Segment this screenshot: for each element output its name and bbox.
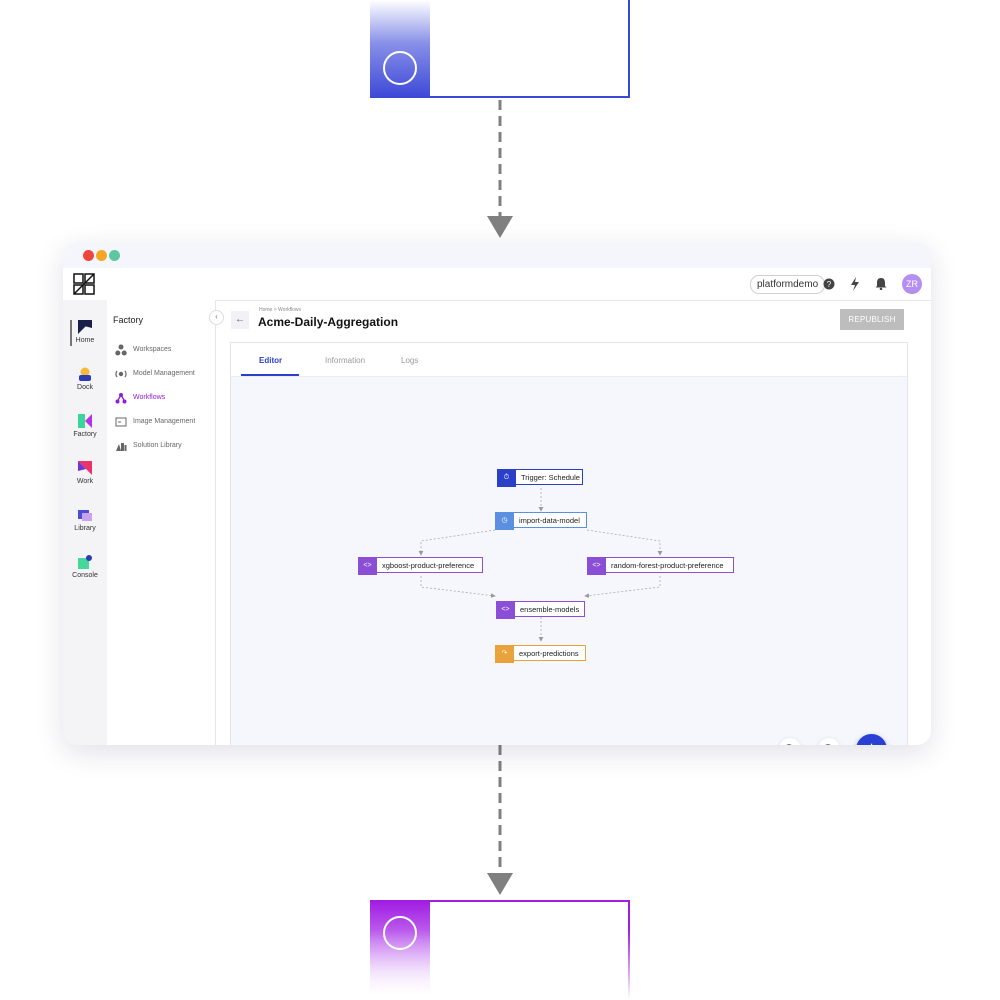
tenant-selector[interactable]: platformdemo	[750, 275, 826, 294]
rail-item-library[interactable]: Library	[63, 508, 107, 532]
previous-step-card	[370, 0, 630, 98]
breadcrumb[interactable]: Home > Workflows	[259, 307, 302, 313]
maximize-window-button[interactable]	[109, 250, 120, 261]
rail-item-label: Dock	[77, 384, 93, 391]
next-step-card	[370, 900, 630, 1000]
node-trigger-schedule[interactable]: ⏱ Trigger: Schedule	[497, 469, 583, 487]
node-ensemble-models[interactable]: <> ensemble-models	[496, 601, 585, 619]
window-titlebar	[63, 242, 931, 268]
factory-icon	[78, 414, 92, 428]
app-rail: Home Dock Factory Work Library Console	[63, 300, 107, 745]
rail-item-label: Factory	[73, 431, 97, 438]
edge-import-random-forest	[586, 529, 663, 556]
code-icon: <>	[358, 557, 377, 575]
model-management-icon	[115, 370, 127, 378]
tab-logs[interactable]: Logs	[401, 356, 419, 365]
circle-icon	[383, 916, 417, 950]
republish-button[interactable]: REPUBLISH	[840, 309, 904, 330]
connector-arrow-bottom	[487, 745, 513, 895]
rail-item-dock[interactable]: Dock	[63, 367, 107, 391]
library-icon	[78, 510, 92, 521]
zoom-out-icon	[825, 744, 831, 745]
circle-icon	[383, 51, 417, 85]
connector-arrow-top	[487, 100, 513, 238]
node-label: Trigger: Schedule	[521, 473, 580, 482]
node-random-forest-product-preference[interactable]: <> random-forest-product-preference	[587, 557, 734, 575]
rail-item-work[interactable]: Work	[63, 461, 107, 485]
svg-text:?: ?	[827, 280, 832, 289]
node-import-data-model[interactable]: ◷ import-data-model	[495, 512, 587, 530]
solution-library-icon	[116, 443, 127, 451]
node-label: random-forest-product-preference	[611, 561, 724, 570]
node-label: ensemble-models	[520, 605, 580, 614]
zoom-out-button[interactable]	[818, 738, 840, 745]
sidebar-title: Factory	[113, 315, 144, 325]
rail-active-indicator	[70, 320, 72, 346]
help-icon[interactable]: ?	[823, 278, 835, 290]
console-icon	[78, 555, 92, 569]
sidebar-item-label: Image Management	[133, 418, 196, 425]
code-icon: <>	[587, 557, 606, 575]
top-bar: platformdemo ? ZR	[63, 268, 931, 301]
home-icon	[78, 320, 92, 334]
export-icon: ↷	[495, 645, 514, 663]
workflow-panel: Editor Information Logs	[230, 342, 908, 745]
sidebar-item-label: Solution Library	[133, 442, 182, 449]
dock-icon	[79, 367, 91, 381]
rail-item-home[interactable]: Home	[63, 320, 107, 344]
sidebar: Factory Workspaces Model Management Work…	[107, 300, 216, 745]
user-avatar[interactable]: ZR	[902, 274, 922, 294]
tab-information[interactable]: Information	[325, 356, 366, 365]
rail-item-label: Console	[72, 572, 98, 579]
edge-xgboost-ensemble	[420, 576, 496, 598]
node-export-predictions[interactable]: ↷ export-predictions	[495, 645, 586, 663]
workspaces-icon	[115, 344, 127, 356]
app-window: platformdemo ? ZR Home Dock Factory W	[63, 242, 931, 745]
edge-import-xgboost	[418, 529, 496, 556]
tabs-divider	[231, 376, 907, 377]
brand-logo-icon[interactable]	[73, 273, 95, 295]
rail-item-console[interactable]: Console	[63, 555, 107, 579]
sidebar-item-label: Workspaces	[133, 346, 172, 353]
tab-editor[interactable]: Editor	[259, 356, 283, 365]
code-icon: <>	[496, 601, 515, 619]
collapse-sidebar-button[interactable]: ‹	[209, 310, 224, 325]
lightning-icon[interactable]	[850, 277, 860, 291]
workflow-edges	[418, 488, 663, 642]
close-window-button[interactable]	[83, 250, 94, 261]
edge-random-forest-ensemble	[584, 576, 661, 598]
bell-icon[interactable]	[875, 277, 887, 290]
workflows-icon	[115, 393, 127, 404]
previous-step-tile	[370, 0, 430, 96]
active-tab-indicator	[241, 374, 299, 376]
add-node-button[interactable]: +	[856, 734, 887, 745]
next-step-tile	[370, 902, 430, 1000]
zoom-in-icon	[786, 744, 792, 745]
work-icon	[78, 461, 92, 475]
node-label: xgboost-product-preference	[382, 561, 475, 570]
clock-icon: ◷	[495, 512, 514, 530]
node-label: export-predictions	[519, 649, 579, 658]
rail-item-factory[interactable]: Factory	[63, 414, 107, 438]
workflow-canvas[interactable]: ⏱ Trigger: Schedule ◷ import-data-model …	[231, 377, 907, 745]
rail-item-label: Work	[76, 478, 94, 485]
rail-item-label: Library	[74, 525, 96, 532]
stopwatch-icon: ⏱	[497, 469, 516, 487]
back-arrow-icon[interactable]: ←	[231, 311, 249, 329]
node-label: import-data-model	[519, 516, 580, 525]
rail-item-label: Home	[75, 337, 95, 344]
zoom-in-button[interactable]	[779, 738, 801, 745]
page-title: Acme-Daily-Aggregation	[258, 315, 399, 329]
minimize-window-button[interactable]	[96, 250, 107, 261]
sidebar-item-label: Workflows	[133, 394, 166, 401]
image-management-icon	[115, 417, 127, 427]
sidebar-item-label: Model Management	[133, 370, 195, 377]
node-xgboost-product-preference[interactable]: <> xgboost-product-preference	[358, 557, 483, 575]
